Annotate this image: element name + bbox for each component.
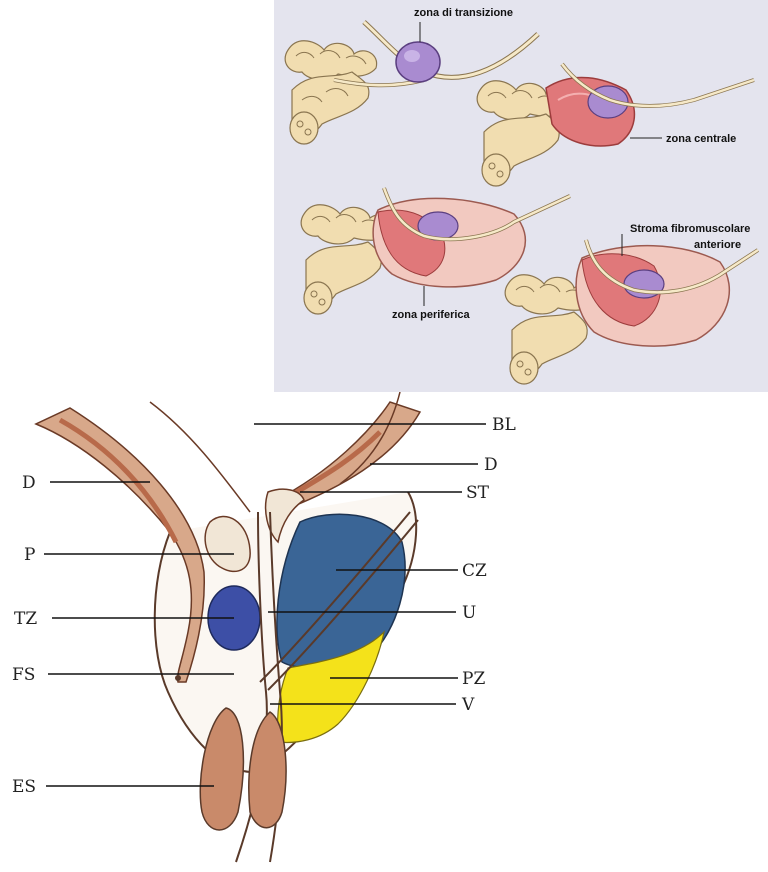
- label-es: ES: [12, 777, 36, 797]
- label-tz: TZ: [14, 609, 37, 629]
- label-transition-zone: zona di transizione: [414, 7, 513, 19]
- label-st: ST: [466, 483, 490, 503]
- label-bl: BL: [492, 415, 516, 435]
- zones-illustration-panel: zona di transizione zona centrale: [274, 0, 768, 392]
- label-d-left: D: [22, 473, 36, 493]
- sagittal-section-diagram: BL D D ST P CZ TZ U FS PZ V ES: [0, 392, 768, 872]
- label-cz: CZ: [462, 561, 487, 581]
- figure-anterior-stroma: Stroma fibromuscolare anteriore: [505, 223, 758, 384]
- label-d-right: D: [484, 455, 498, 475]
- zones-illustration: zona di transizione zona centrale: [274, 0, 768, 392]
- label-central-zone: zona centrale: [666, 133, 736, 145]
- label-p: P: [24, 545, 35, 565]
- label-pz: PZ: [462, 669, 485, 689]
- label-v: V: [461, 695, 475, 715]
- label-peripheral-zone: zona periferica: [392, 309, 471, 321]
- label-u: U: [462, 603, 476, 623]
- sagittal-section-panel: BL D D ST P CZ TZ U FS PZ V ES: [0, 392, 768, 872]
- figure-central-zone: zona centrale: [477, 64, 754, 186]
- label-fs: FS: [12, 665, 35, 685]
- label-stroma-line1: Stroma fibromuscolare: [630, 223, 750, 235]
- label-stroma-line2: anteriore: [694, 239, 741, 251]
